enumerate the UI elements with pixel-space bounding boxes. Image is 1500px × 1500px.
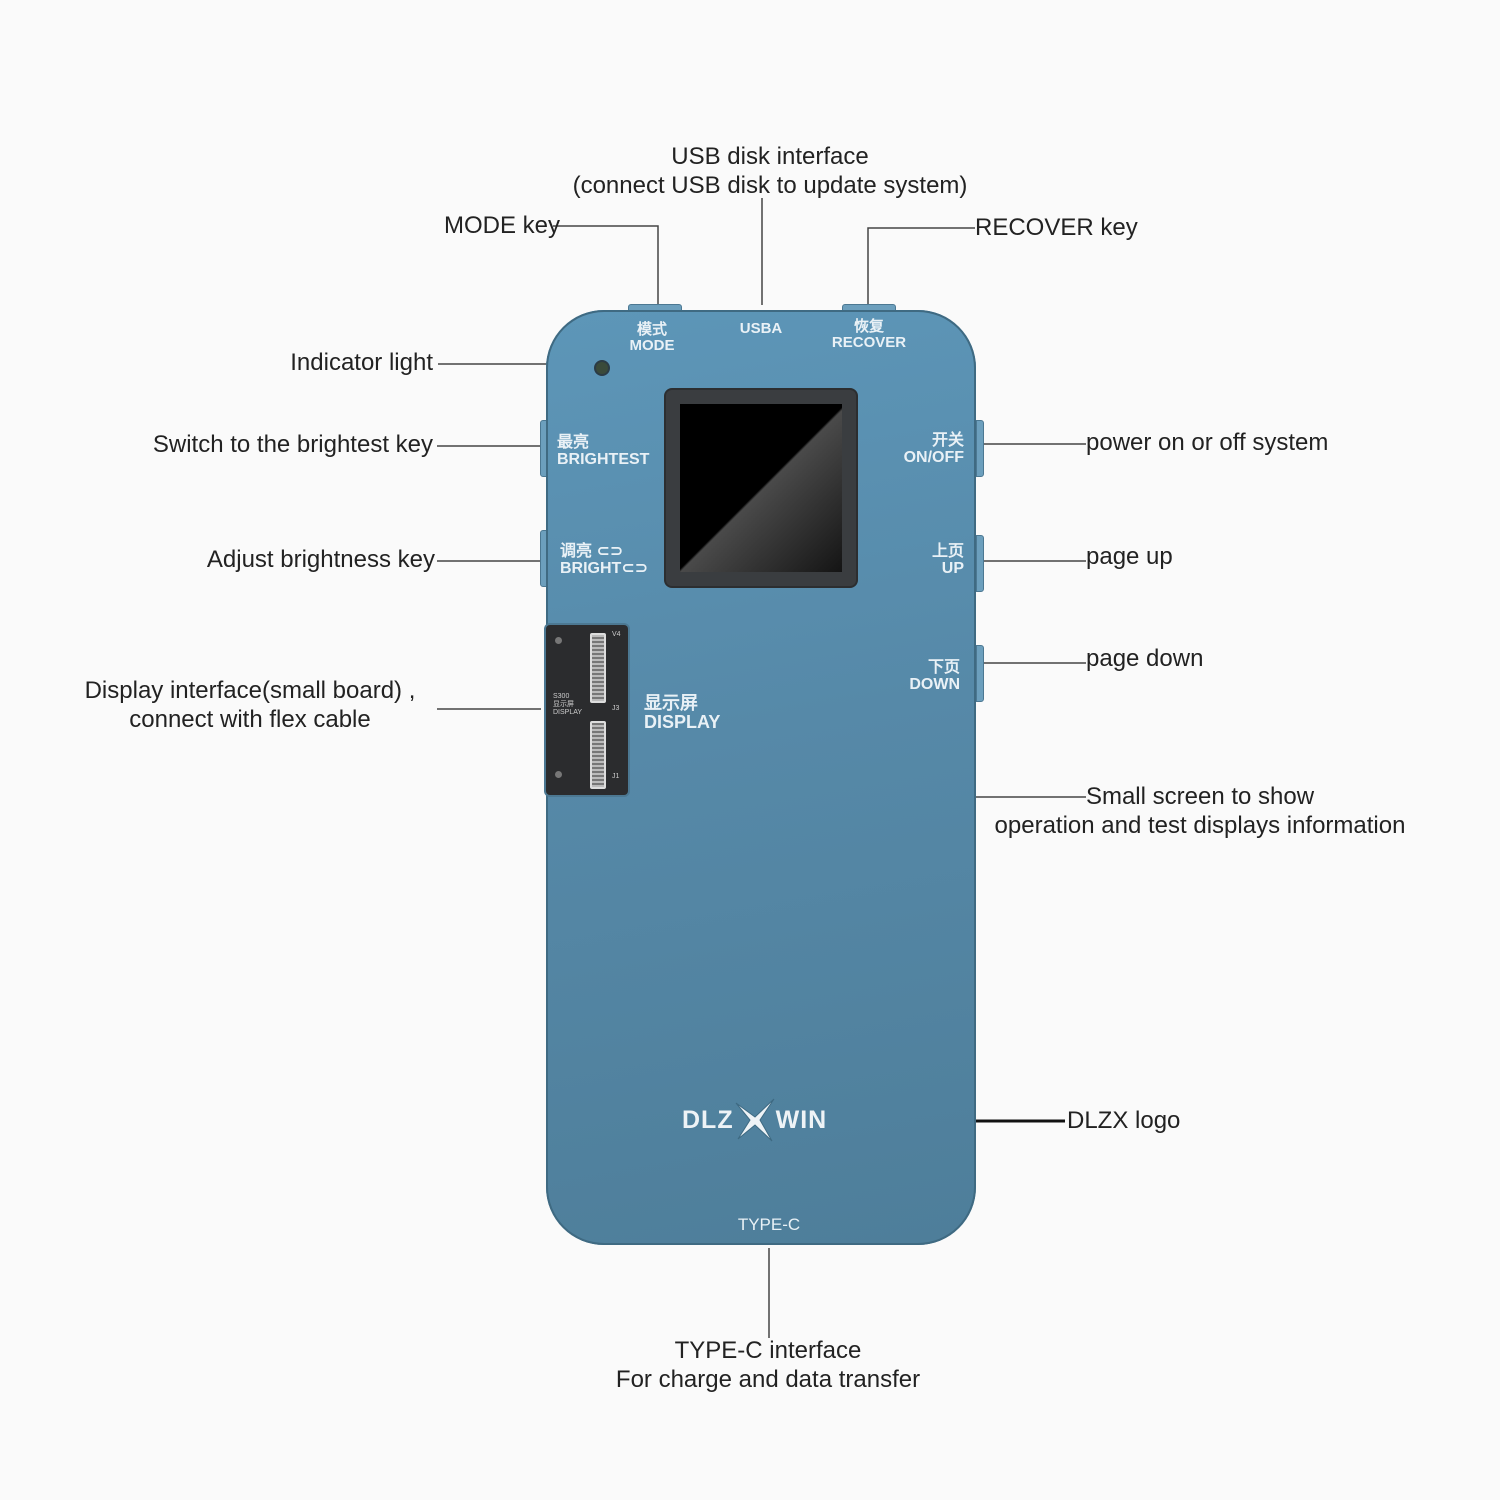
screw-icon: [555, 637, 562, 644]
page-down-button[interactable]: [976, 645, 984, 702]
type-c-title: TYPE-C interface: [674, 1337, 862, 1364]
power-button[interactable]: [976, 420, 984, 477]
small-screen-label: Small screen to show operation and test …: [985, 782, 1415, 840]
adjust-brightness-label: Adjust brightness key: [206, 546, 435, 573]
usb-disk-desc: (connect USB disk to update system): [572, 172, 968, 199]
screw-icon: [555, 771, 562, 778]
small-screen-desc: operation and test displays information: [994, 812, 1406, 839]
board-j-top: V4: [612, 631, 621, 638]
lcd-screen: [680, 404, 842, 572]
display-interface-title: Display interface(small board) ,: [84, 677, 416, 704]
power-label: power on or off system: [1086, 429, 1329, 456]
logo-text-right: WIN: [775, 1105, 828, 1134]
connector-top[interactable]: [590, 633, 606, 703]
brightest-key-label: Switch to the brightest key: [152, 431, 433, 458]
page-down-label: page down: [1086, 645, 1204, 672]
usb-disk-label: USB disk interface (connect USB disk to …: [570, 142, 970, 200]
board-j-mid: J3: [612, 705, 620, 712]
logo-text-left: DLZ: [682, 1105, 734, 1134]
leader-mode: [553, 225, 659, 305]
recover-key-label: RECOVER key: [975, 214, 1138, 241]
screen-bezel: [666, 390, 856, 586]
small-screen-title: Small screen to show: [1085, 783, 1315, 810]
leader-recover: [867, 227, 975, 305]
usba-port[interactable]: USBA: [739, 320, 783, 337]
indicator-light-icon: [596, 362, 608, 374]
type-c-desc: For charge and data transfer: [615, 1366, 921, 1393]
typec-port[interactable]: TYPE-C: [737, 1215, 801, 1234]
mode-key-label: MODE key: [444, 212, 561, 239]
usb-disk-title: USB disk interface: [671, 143, 869, 170]
dlzx-logo: DLZ WIN: [682, 1098, 828, 1142]
page-up-label: page up: [1086, 543, 1173, 570]
display-interface-label: Display interface(small board) , connect…: [40, 676, 460, 734]
page-up-button[interactable]: [976, 535, 984, 592]
connector-bottom[interactable]: [590, 721, 606, 789]
bright-print: 调亮 ⊂⊃BRIGHT⊂⊃: [560, 543, 649, 577]
display-interface-desc: connect with flex cable: [129, 706, 371, 733]
logo-label: DLZX logo: [1067, 1107, 1181, 1134]
type-c-label: TYPE-C interface For charge and data tra…: [568, 1336, 968, 1394]
logo-x-icon: [735, 1098, 775, 1142]
indicator-light-label: Indicator light: [290, 349, 433, 376]
board-j-bot: J1: [612, 773, 620, 780]
